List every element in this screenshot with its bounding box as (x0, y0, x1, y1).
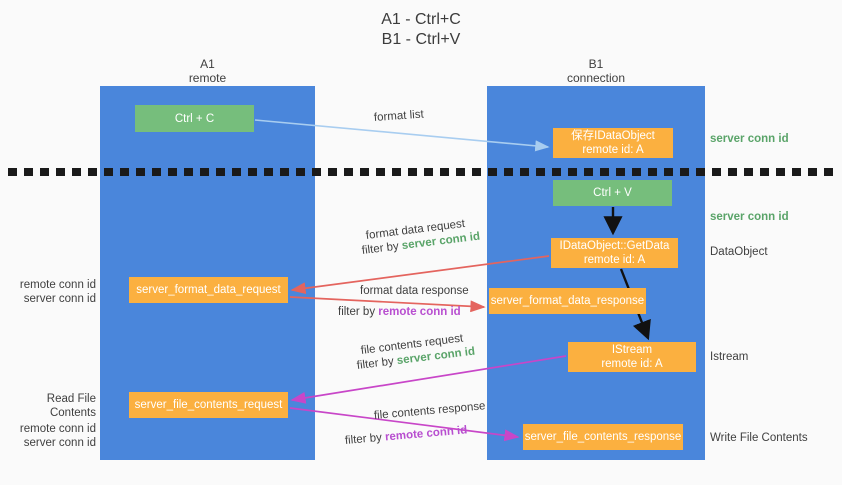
box-server-format-data-request-label: server_format_data_request (136, 284, 281, 296)
box-istream-remote-id: remote id: A (601, 358, 663, 370)
title-line-1: A1 - Ctrl+C (381, 11, 461, 28)
annotation-read-file-contents: Read File Contents (46, 393, 96, 419)
box-server-format-data-request[interactable]: server_format_data_request (129, 277, 288, 303)
box-server-file-contents-request[interactable]: server_file_contents_request (129, 392, 288, 418)
lane-header-b1: B1 connection (487, 57, 705, 85)
box-istream[interactable]: IStream remote id: A (568, 342, 696, 372)
annotation-remote-conn-id-bottom: remote conn id (19, 423, 96, 435)
annotation-left-conn-ids-bottom: Read File Contents remote conn id server… (10, 392, 96, 450)
box-ctrl-v[interactable]: Ctrl + V (553, 180, 672, 206)
box-server-file-contents-request-label: server_file_contents_request (134, 399, 283, 411)
box-idataobject[interactable]: 保存IDataObject remote id: A (553, 128, 673, 158)
box-server-format-data-response-label: server_format_data_response (490, 295, 645, 307)
caption-format-data-response: format data response (360, 285, 469, 297)
annotation-remote-conn-id-top: remote conn id (19, 279, 96, 291)
box-server-file-contents-response-label: server_file_contents_response (524, 431, 682, 443)
annotation-server-conn-id-left-bottom: server conn id (23, 437, 96, 449)
annotation-left-conn-ids-top: remote conn id server conn id (10, 278, 96, 306)
caption-format-list: format list (373, 108, 425, 124)
caption-format-data-response-filter: filter by remote conn id (338, 305, 461, 320)
lane-header-a1: A1 remote (100, 57, 315, 85)
box-ctrl-c-label: Ctrl + C (174, 112, 215, 125)
filter-by-text-1: filter by (361, 240, 403, 257)
annotation-istream: Istream (710, 351, 749, 363)
box-ctrl-c[interactable]: Ctrl + C (135, 105, 254, 132)
annotation-write-file-contents: Write File Contents (710, 432, 808, 444)
lane-a1-name: A1 (200, 57, 215, 71)
box-ctrl-v-label: Ctrl + V (593, 187, 632, 199)
box-idataobject-remote-id: remote id: A (582, 144, 644, 156)
box-server-file-contents-response[interactable]: server_file_contents_response (523, 424, 683, 450)
caption-file-contents-response-filter: filter by remote conn id (344, 423, 468, 449)
filter-remote-conn-id-1: remote conn id (378, 306, 461, 318)
box-server-format-data-response[interactable]: server_format_data_response (489, 288, 646, 314)
box-getdata-remote-id: remote id: A (583, 254, 646, 266)
box-getdata-label: IDataObject::GetData (559, 240, 670, 252)
box-istream-label: IStream (611, 344, 653, 356)
annotation-server-conn-id-mid: server conn id (710, 211, 789, 223)
filter-by-text-4: filter by (344, 431, 386, 447)
title-line-2: B1 - Ctrl+V (381, 31, 461, 48)
phase-divider (8, 168, 834, 176)
lane-b1-sub: connection (566, 71, 626, 85)
lane-a1-sub: remote (188, 71, 227, 85)
filter-by-text-2: filter by (338, 306, 379, 318)
box-idataobject-label: 保存IDataObject (571, 130, 655, 142)
annotation-server-conn-id-left-top: server conn id (23, 293, 96, 305)
annotation-dataobject: DataObject (710, 246, 768, 258)
filter-by-text-3: filter by (356, 355, 398, 372)
page-title: A1 - Ctrl+C B1 - Ctrl+V (0, 10, 842, 50)
lane-b1-name: B1 (588, 57, 604, 71)
annotation-server-conn-id-top: server conn id (710, 133, 789, 145)
caption-file-contents-response: file contents response (373, 400, 486, 422)
box-idataobject-getdata[interactable]: IDataObject::GetData remote id: A (551, 238, 678, 268)
filter-remote-conn-id-2: remote conn id (384, 424, 468, 444)
